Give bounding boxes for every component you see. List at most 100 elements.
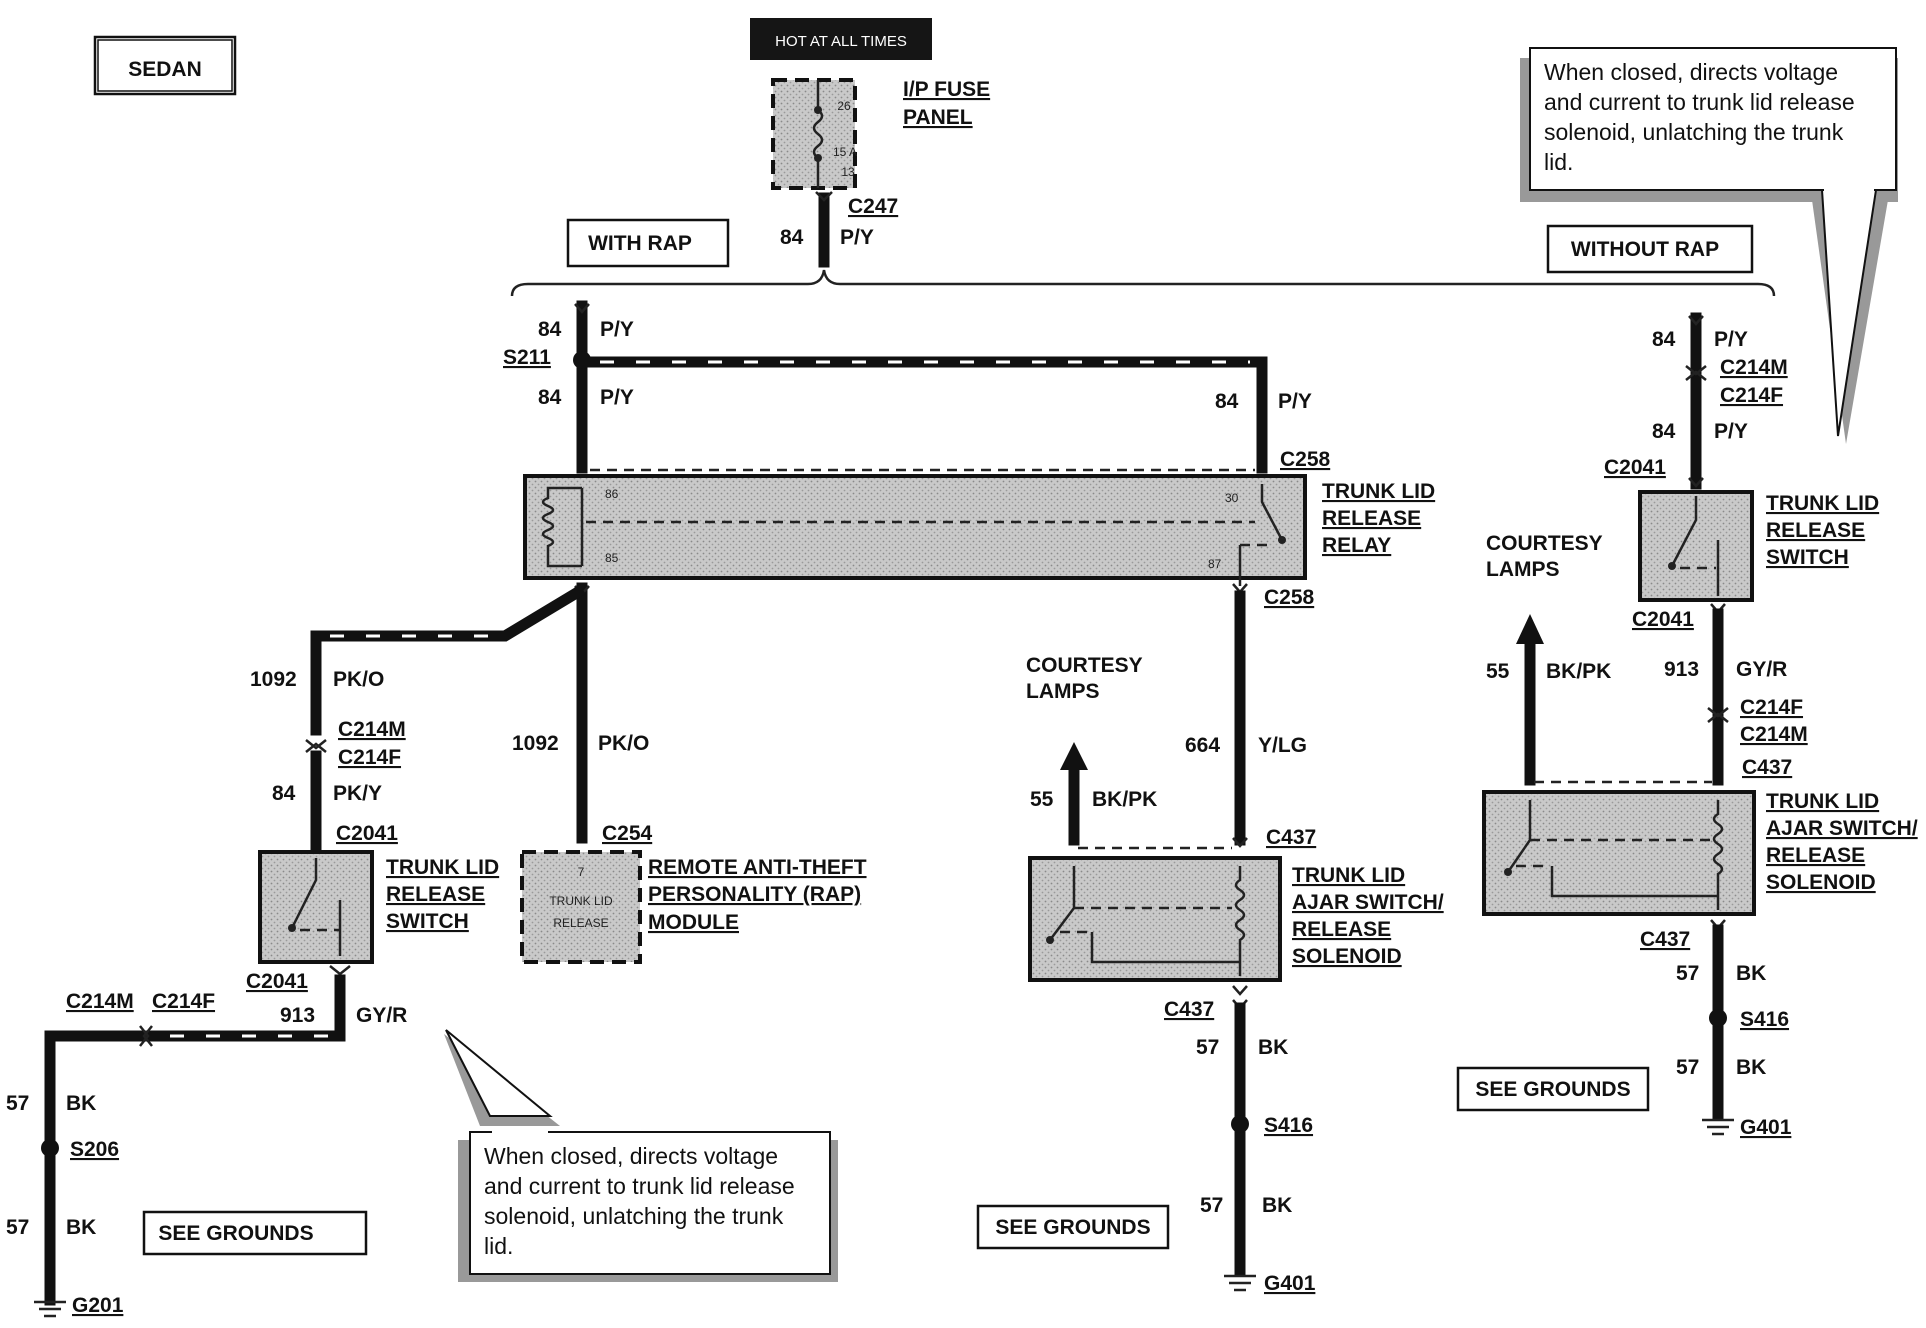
svg-text:BK/PK: BK/PK	[1546, 660, 1611, 683]
svg-text:S211: S211	[503, 346, 551, 369]
svg-text:Y/LG: Y/LG	[1258, 734, 1307, 757]
svg-text:P/Y: P/Y	[1714, 328, 1748, 351]
svg-text:1092: 1092	[512, 732, 559, 755]
svg-text:BK: BK	[66, 1216, 96, 1239]
svg-text:C214F: C214F	[1740, 696, 1803, 719]
svg-text:BK: BK	[1258, 1036, 1288, 1059]
ajar-switch-solenoid-middle: TRUNK LID AJAR SWITCH/ RELEASE SOLENOID	[1028, 856, 1444, 982]
trunk-lid-release-switch-no-rap: TRUNK LID RELEASE SWITCH	[1638, 490, 1879, 602]
svg-text:C437: C437	[1164, 998, 1214, 1021]
svg-text:S416: S416	[1740, 1008, 1789, 1031]
svg-text:13: 13	[841, 165, 855, 179]
svg-text:BK: BK	[1736, 1056, 1766, 1079]
svg-text:C214F: C214F	[152, 990, 215, 1013]
svg-text:57: 57	[1676, 962, 1699, 985]
svg-text:S416: S416	[1264, 1114, 1313, 1137]
svg-text:WITH RAP: WITH RAP	[588, 232, 692, 255]
without-rap-label: WITHOUT RAP	[1546, 224, 1754, 274]
wire-1092-pko-switch: 1092 PK/O C214M C214F 84 PK/Y C2041	[250, 584, 586, 856]
svg-text:BK: BK	[66, 1092, 96, 1115]
wire-84-py-s211: 84 P/Y S211 84 P/Y	[503, 300, 634, 474]
svg-text:57: 57	[1200, 1194, 1223, 1217]
svg-text:84: 84	[780, 226, 804, 249]
svg-text:TRUNK LID: TRUNK LID	[1292, 864, 1405, 887]
svg-text:BK: BK	[1262, 1194, 1292, 1217]
svg-text:C258: C258	[1264, 586, 1315, 609]
svg-text:C437: C437	[1742, 756, 1792, 779]
svg-text:GY/R: GY/R	[1736, 658, 1787, 681]
svg-text:C2041: C2041	[1632, 608, 1694, 631]
svg-text:C2041: C2041	[336, 822, 398, 845]
svg-text:and current to trunk lid relea: and current to trunk lid release	[484, 1173, 795, 1199]
wire-57-bk-right: C437 57 BK S416 57 BK G401	[1640, 919, 1792, 1139]
svg-text:RELEASE: RELEASE	[1766, 519, 1865, 542]
svg-text:lid.: lid.	[484, 1233, 513, 1259]
svg-text:PERSONALITY (RAP): PERSONALITY (RAP)	[648, 883, 861, 906]
svg-text:84: 84	[538, 386, 562, 409]
svg-text:P/Y: P/Y	[1278, 390, 1312, 413]
svg-text:G401: G401	[1740, 1116, 1792, 1139]
svg-text:57: 57	[1196, 1036, 1219, 1059]
svg-text:C214F: C214F	[338, 746, 401, 769]
svg-text:664: 664	[1185, 734, 1220, 757]
wire-84-py-feed: C247 84 P/Y	[780, 191, 898, 268]
svg-text:When closed, directs voltag: When closed, directs voltage	[484, 1143, 778, 1169]
wire-84-py-relay-30: 84 P/Y C258	[576, 356, 1331, 474]
svg-text:P/Y: P/Y	[600, 386, 634, 409]
trunk-lid-release-switch-rap: TRUNK LID RELEASE SWITCH	[258, 850, 499, 964]
svg-text:P/Y: P/Y	[840, 226, 874, 249]
svg-text:and current to trunk lid relea: and current to trunk lid release	[1544, 89, 1855, 115]
svg-text:PK/O: PK/O	[598, 732, 649, 755]
svg-text:HOT AT ALL TIMES: HOT AT ALL TIMES	[775, 33, 907, 50]
ajar-switch-solenoid-right: TRUNK LID AJAR SWITCH/ RELEASE SOLENOID	[1482, 790, 1918, 916]
svg-text:I/P FUSE: I/P FUSE	[903, 78, 990, 101]
see-grounds-right: SEE GROUNDS	[1456, 1066, 1650, 1112]
svg-text:TRUNK LID: TRUNK LID	[386, 856, 499, 879]
variant-brace	[510, 269, 1776, 297]
svg-text:SOLENOID: SOLENOID	[1292, 945, 1402, 968]
svg-text:P/Y: P/Y	[600, 318, 634, 341]
svg-text:913: 913	[280, 1004, 315, 1027]
svg-text:C2041: C2041	[246, 970, 308, 993]
svg-text:P/Y: P/Y	[1714, 420, 1748, 443]
svg-text:RELAY: RELAY	[1322, 534, 1391, 557]
svg-text:C214M: C214M	[66, 990, 134, 1013]
svg-text:84: 84	[1652, 328, 1676, 351]
svg-text:84: 84	[1652, 420, 1676, 443]
svg-text:C437: C437	[1266, 826, 1316, 849]
svg-text:solenoid, unlatching the tr: solenoid, unlatching the trunk	[1544, 119, 1844, 145]
svg-text:PANEL: PANEL	[903, 106, 973, 129]
svg-text:GY/R: GY/R	[356, 1004, 407, 1027]
svg-text:TRUNK LID: TRUNK LID	[1322, 480, 1435, 503]
svg-text:AJAR SWITCH/: AJAR SWITCH/	[1766, 817, 1918, 840]
svg-text:COURTESY: COURTESY	[1486, 532, 1603, 555]
svg-text:REMOTE ANTI-THEFT: REMOTE ANTI-THEFT	[648, 856, 867, 879]
svg-text:C254: C254	[602, 822, 653, 845]
svg-text:When closed, directs voltag: When closed, directs voltage	[1544, 59, 1838, 85]
with-rap-label: WITH RAP	[566, 218, 730, 268]
svg-text:RELEASE: RELEASE	[1292, 918, 1391, 941]
svg-text:G401: G401	[1264, 1272, 1316, 1295]
svg-text:RELEASE: RELEASE	[1322, 507, 1421, 530]
svg-text:C258: C258	[1280, 448, 1331, 471]
svg-text:TRUNK LID: TRUNK LID	[549, 894, 613, 908]
svg-text:C2041: C2041	[1604, 456, 1666, 479]
trunk-lid-release-relay: 86 85 30 87 TRUNK LID RELEASE RELAY	[523, 474, 1435, 586]
courtesy-lamps-right: COURTESY LAMPS 55 BK/PK	[1486, 532, 1712, 786]
svg-text:SEE GROUNDS: SEE GROUNDS	[158, 1222, 313, 1245]
wire-664-ylg: C258 664 Y/LG C437	[1185, 583, 1316, 849]
see-grounds-middle: SEE GROUNDS	[976, 1204, 1170, 1250]
svg-text:C214M: C214M	[338, 718, 406, 741]
svg-text:85: 85	[605, 551, 619, 565]
svg-text:WITHOUT RAP: WITHOUT RAP	[1571, 238, 1719, 261]
note-callout-top: When closed, directs voltage and current…	[1520, 47, 1898, 444]
svg-text:AJAR SWITCH/: AJAR SWITCH/	[1292, 891, 1444, 914]
svg-text:SEE GROUNDS: SEE GROUNDS	[1475, 1078, 1630, 1101]
svg-text:55: 55	[1486, 660, 1510, 683]
courtesy-lamps-middle: COURTESY LAMPS 55 BK/PK	[1026, 654, 1232, 850]
svg-text:BK: BK	[1736, 962, 1766, 985]
svg-text:26: 26	[837, 99, 851, 113]
wire-1092-pko-rap: 1092 PK/O C254	[512, 582, 653, 845]
svg-text:SOLENOID: SOLENOID	[1766, 871, 1876, 894]
